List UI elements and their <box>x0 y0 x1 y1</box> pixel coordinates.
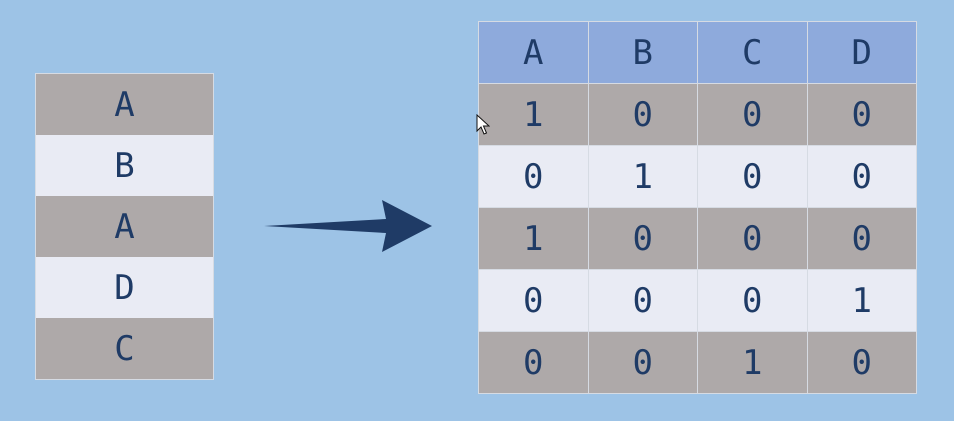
one-hot-table: A B C D 1 0 0 0 0 1 0 0 1 0 0 0 0 0 0 1 <box>478 21 917 394</box>
table-cell: 0 <box>806 83 917 146</box>
table-cell: 1 <box>587 145 698 208</box>
table-cell: 0 <box>697 207 808 270</box>
table-cell: 1 <box>478 207 589 270</box>
table-cell: 0 <box>806 331 917 394</box>
table-cell: 0 <box>478 331 589 394</box>
column-header: A <box>478 21 589 84</box>
table-cell: 1 <box>478 83 589 146</box>
categorical-cell: C <box>36 318 213 379</box>
table-cell: 0 <box>587 269 698 332</box>
table-cell: 0 <box>806 207 917 270</box>
table-row: 0 0 1 0 <box>478 331 917 394</box>
right-arrow-icon <box>264 200 432 252</box>
column-header: C <box>697 21 808 84</box>
table-cell: 0 <box>806 145 917 208</box>
categorical-cell: B <box>36 135 213 196</box>
table-cell: 0 <box>697 269 808 332</box>
categorical-column: A B A D C <box>35 73 214 380</box>
mouse-pointer-icon <box>476 114 490 135</box>
table-row: 0 1 0 0 <box>478 145 917 208</box>
table-cell: 0 <box>697 145 808 208</box>
table-cell: 0 <box>587 207 698 270</box>
table-cell: 0 <box>478 145 589 208</box>
table-cell: 0 <box>587 83 698 146</box>
table-row: 1 0 0 0 <box>478 83 917 146</box>
table-cell: 0 <box>478 269 589 332</box>
column-header: D <box>806 21 917 84</box>
table-row: 0 0 0 1 <box>478 269 917 332</box>
table-cell: 0 <box>697 83 808 146</box>
categorical-cell: A <box>36 196 213 257</box>
categorical-cell: D <box>36 257 213 318</box>
categorical-cell: A <box>36 74 213 135</box>
table-cell: 0 <box>587 331 698 394</box>
column-header: B <box>587 21 698 84</box>
table-row: 1 0 0 0 <box>478 207 917 270</box>
table-cell: 1 <box>806 269 917 332</box>
table-cell: 1 <box>697 331 808 394</box>
table-header-row: A B C D <box>478 21 917 84</box>
